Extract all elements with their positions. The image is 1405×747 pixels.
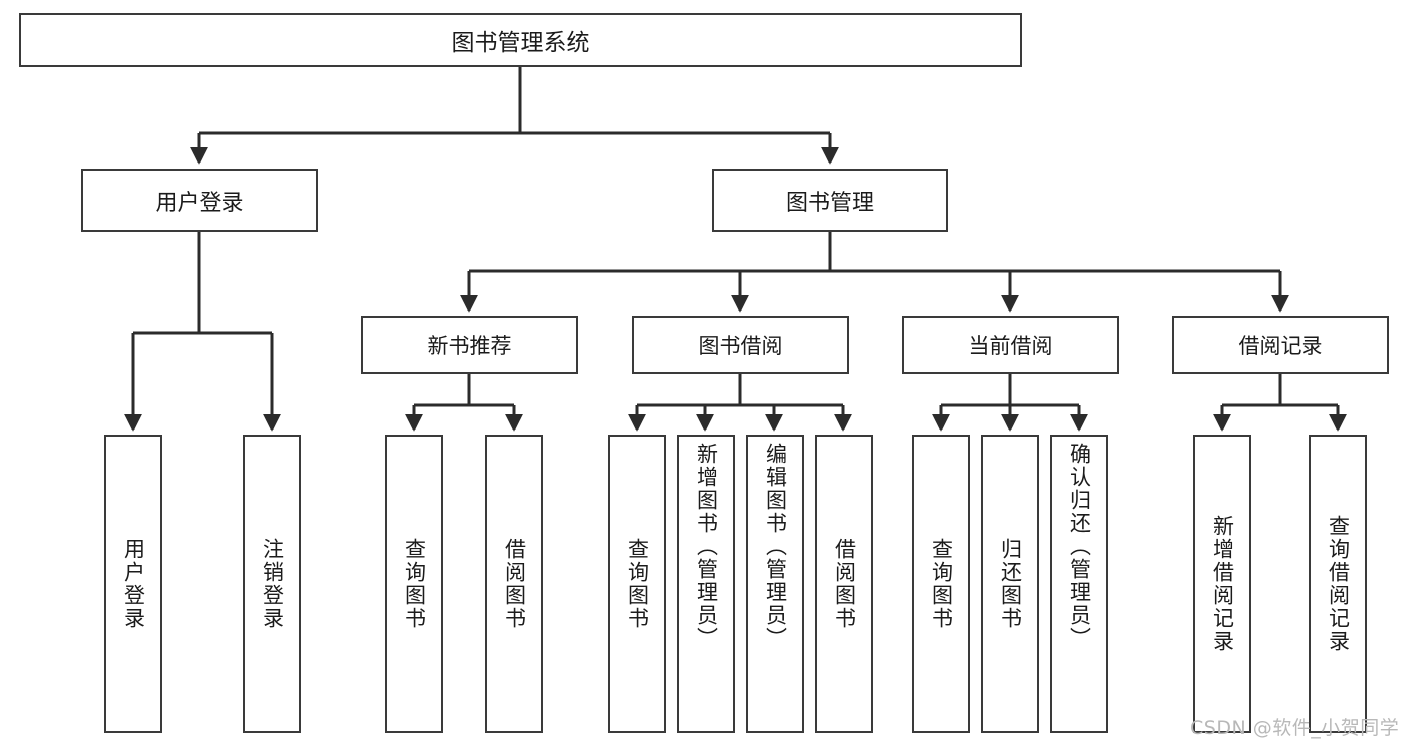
node-root-system[interactable]: 图书管理系统 xyxy=(19,13,1022,67)
node-current-borrow-label: 当前借阅 xyxy=(968,334,1053,358)
leaf-borrow-book-2[interactable]: 借阅图书 xyxy=(815,435,873,733)
leaf-query-book-3-label: 查询图书 xyxy=(929,538,954,630)
leaf-logout-label: 注销登录 xyxy=(260,538,285,630)
node-book-management-label: 图书管理 xyxy=(785,190,874,216)
leaf-add-book[interactable]: 新增图书（管理员） xyxy=(677,435,735,733)
node-book-borrow-label: 图书借阅 xyxy=(698,334,783,358)
leaf-query-book-2-label: 查询图书 xyxy=(625,538,650,630)
node-user-login[interactable]: 用户登录 xyxy=(81,169,318,232)
watermark-text: CSDN @软件_小贺同学 xyxy=(1190,717,1400,739)
leaf-confirm-return-label: 确认归还（管理员） xyxy=(1067,443,1092,650)
leaf-query-record-label: 查询借阅记录 xyxy=(1326,515,1351,653)
leaf-borrow-book-1[interactable]: 借阅图书 xyxy=(485,435,543,733)
leaf-query-record[interactable]: 查询借阅记录 xyxy=(1309,435,1367,733)
node-borrow-record[interactable]: 借阅记录 xyxy=(1172,316,1389,374)
leaf-edit-book[interactable]: 编辑图书（管理员） xyxy=(746,435,804,733)
node-new-book-recommend[interactable]: 新书推荐 xyxy=(361,316,578,374)
node-user-login-label: 用户登录 xyxy=(155,190,244,216)
node-root-label: 图书管理系统 xyxy=(451,30,590,56)
leaf-add-record-label: 新增借阅记录 xyxy=(1210,515,1235,653)
node-current-borrow[interactable]: 当前借阅 xyxy=(902,316,1119,374)
node-borrow-record-label: 借阅记录 xyxy=(1238,334,1323,358)
leaf-borrow-book-1-label: 借阅图书 xyxy=(502,538,527,630)
leaf-query-book-3[interactable]: 查询图书 xyxy=(912,435,970,733)
leaf-return-book[interactable]: 归还图书 xyxy=(981,435,1039,733)
leaf-return-book-label: 归还图书 xyxy=(998,538,1023,630)
leaf-query-book-2[interactable]: 查询图书 xyxy=(608,435,666,733)
leaf-edit-book-label: 编辑图书（管理员） xyxy=(763,443,788,650)
leaf-user-login-label: 用户登录 xyxy=(121,538,146,630)
leaf-borrow-book-2-label: 借阅图书 xyxy=(832,538,857,630)
node-book-management[interactable]: 图书管理 xyxy=(712,169,948,232)
leaf-user-login[interactable]: 用户登录 xyxy=(104,435,162,733)
leaf-logout[interactable]: 注销登录 xyxy=(243,435,301,733)
leaf-add-book-label: 新增图书（管理员） xyxy=(694,443,719,650)
leaf-confirm-return[interactable]: 确认归还（管理员） xyxy=(1050,435,1108,733)
leaf-query-book-1-label: 查询图书 xyxy=(402,538,427,630)
leaf-query-book-1[interactable]: 查询图书 xyxy=(385,435,443,733)
node-new-book-recommend-label: 新书推荐 xyxy=(427,334,512,358)
leaf-add-record[interactable]: 新增借阅记录 xyxy=(1193,435,1251,733)
node-book-borrow[interactable]: 图书借阅 xyxy=(632,316,849,374)
